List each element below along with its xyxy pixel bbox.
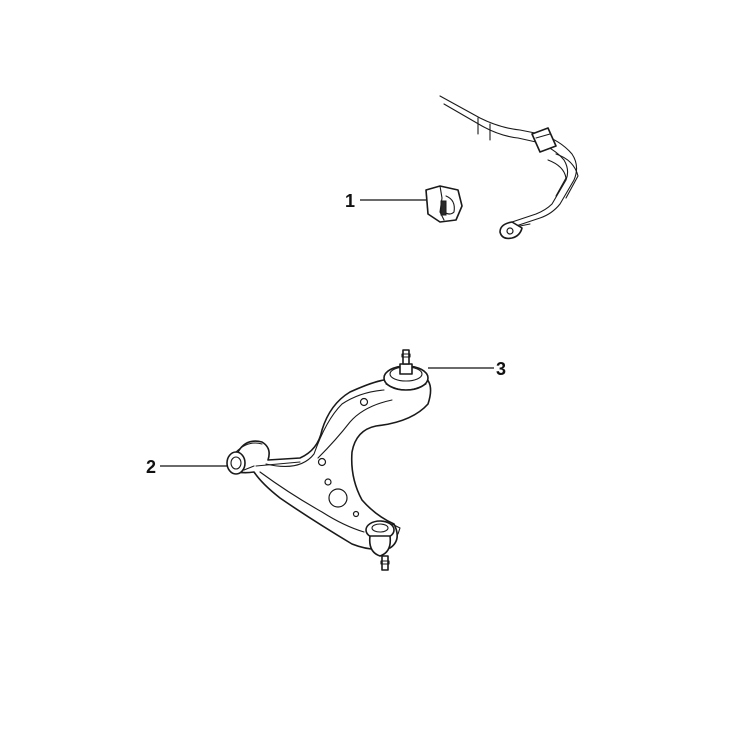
- rear-bushing: [383, 349, 429, 391]
- front-bushing: [226, 442, 263, 475]
- stabilizer-bushing: [425, 185, 463, 223]
- callout-2: 2: [146, 457, 156, 477]
- lower-control-arm: [226, 349, 432, 571]
- callout-1: 1: [345, 191, 355, 211]
- stabilizer-bar: [439, 95, 579, 240]
- ball-joint: [365, 520, 401, 571]
- callout-3: 3: [496, 359, 506, 379]
